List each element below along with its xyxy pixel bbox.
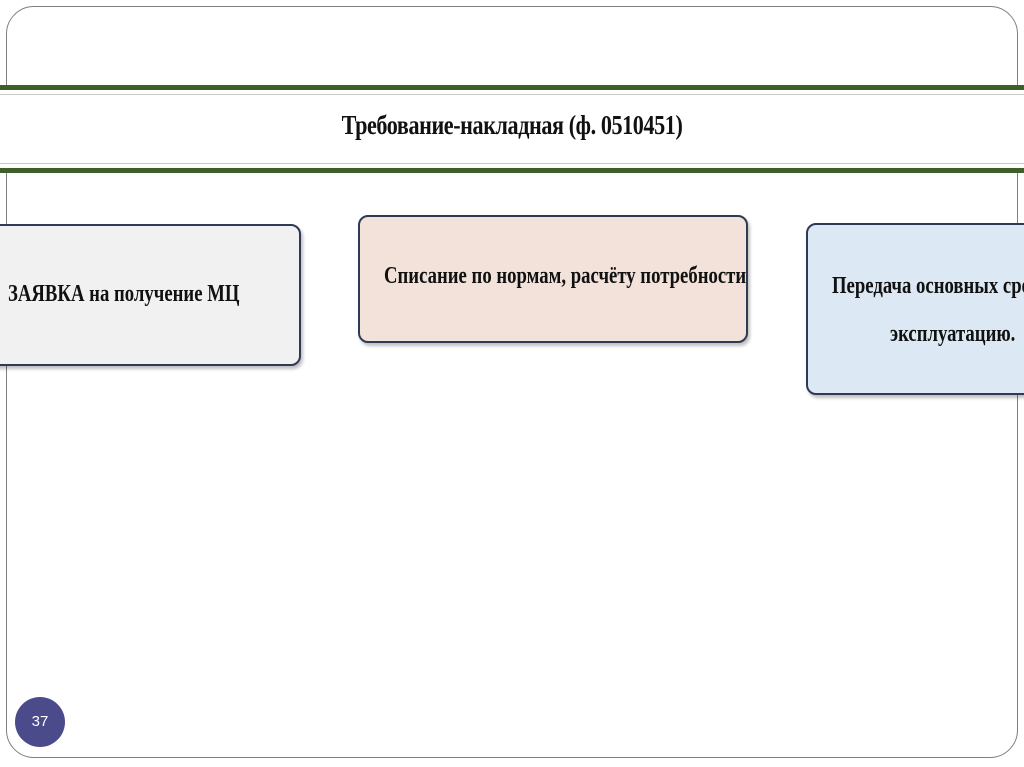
- transfer-box-label-line2: эксплуатацию.: [890, 321, 1016, 347]
- write-off-box-label: Списание по нормам, расчёту потребности: [384, 263, 747, 289]
- title-band-inner-rule: [0, 94, 1024, 164]
- write-off-box: Списание по нормам, расчёту потребности: [358, 215, 748, 343]
- transfer-box-label-line1: Передача основных сред: [832, 273, 1024, 299]
- transfer-box: Передача основных сред эксплуатацию.: [806, 223, 1024, 395]
- request-box-label: ЗАЯВКА на получение МЦ: [8, 281, 240, 307]
- title-band: Требование-накладная (ф. 0510451): [0, 85, 1024, 173]
- slide-title: Требование-накладная (ф. 0510451): [341, 110, 683, 140]
- request-box: ЗАЯВКА на получение МЦ: [0, 224, 301, 366]
- page-number-badge: 37: [15, 697, 65, 747]
